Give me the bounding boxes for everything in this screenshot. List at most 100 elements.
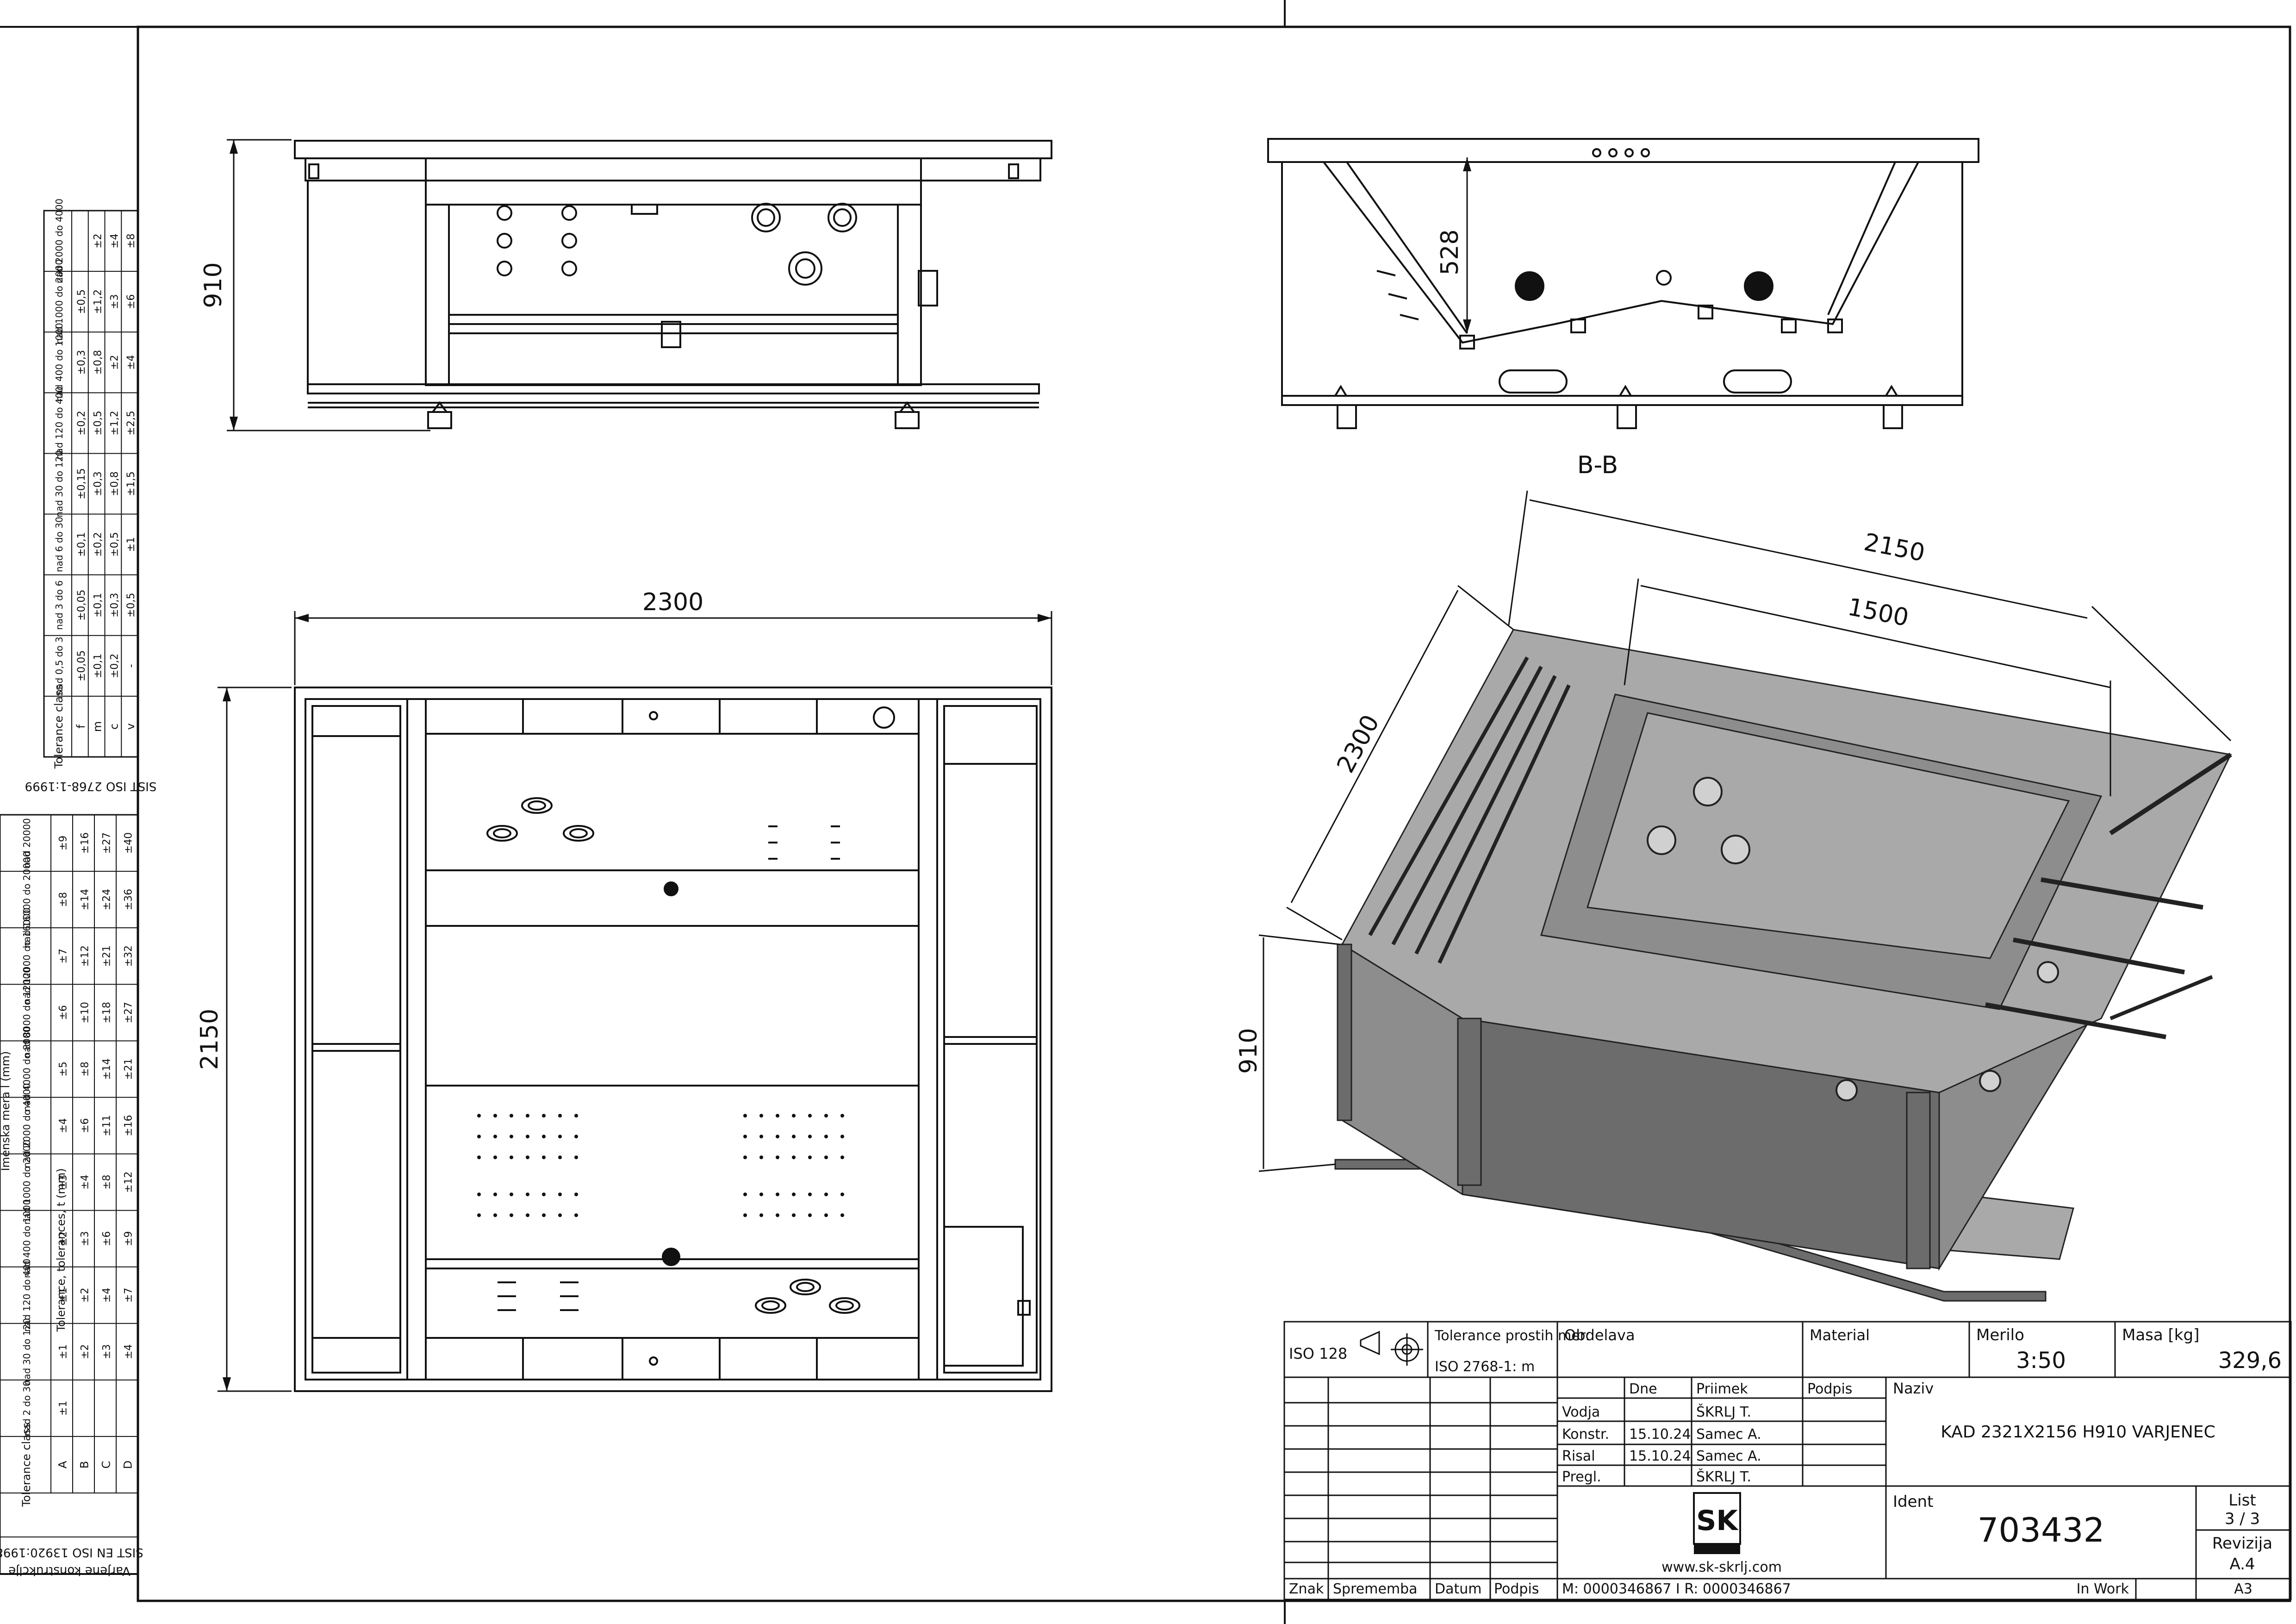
- top-view-jet-dots: [477, 1114, 844, 1217]
- jet-dot: [743, 1135, 747, 1138]
- weld-value: ±1: [58, 1344, 69, 1359]
- weld-value: ±3: [58, 1174, 69, 1189]
- merilo-value: 3:50: [2016, 1348, 2066, 1374]
- jet-dot: [824, 1135, 828, 1138]
- tol-value: ±0,15: [76, 468, 87, 499]
- weld-value: ±24: [101, 889, 113, 910]
- jet-dot: [824, 1193, 828, 1196]
- dim-side-height: 910: [199, 139, 430, 431]
- jet-dot: [510, 1135, 513, 1138]
- tol-value: ±2,5: [125, 411, 137, 435]
- jet-dot: [792, 1213, 796, 1217]
- jet-dot: [792, 1114, 796, 1118]
- jet-dot: [574, 1213, 578, 1217]
- col-priimek: Priimek: [1696, 1381, 1748, 1397]
- jet-dot: [477, 1114, 481, 1118]
- tol-value: ±0,8: [93, 350, 104, 375]
- jet-dot: [776, 1156, 779, 1159]
- jet-dot: [558, 1114, 562, 1118]
- jet-dot: [526, 1156, 529, 1159]
- jet-dot: [759, 1135, 763, 1138]
- jet-dot: [542, 1193, 546, 1196]
- weld-range: nad 120 do 400: [21, 1259, 32, 1332]
- weld-value: ±8: [80, 1062, 91, 1076]
- meta-id: M: 0000346867 I R: 0000346867: [1562, 1581, 1791, 1597]
- tol-value: ±0,2: [76, 411, 87, 435]
- section-label: B-B: [1577, 451, 1618, 479]
- jet-dot: [558, 1213, 562, 1217]
- jet-dot: [574, 1193, 578, 1196]
- iso-height-label: 910: [1235, 1028, 1263, 1074]
- jet-dot: [776, 1213, 779, 1217]
- paper-format: A3: [2234, 1581, 2252, 1597]
- jet-dot: [808, 1114, 812, 1118]
- weld-value: ±1: [58, 1401, 69, 1416]
- jet-dot: [840, 1193, 844, 1196]
- jet-dot: [759, 1114, 763, 1118]
- weld-value: ±2: [58, 1231, 69, 1246]
- row-role-1: Konstr.: [1562, 1426, 1609, 1443]
- weld-value: ±12: [80, 945, 91, 967]
- jet-dot: [743, 1114, 747, 1118]
- rev-col-znak: Znak: [1289, 1581, 1324, 1597]
- row-name-3: ŠKRLJ T.: [1696, 1468, 1751, 1485]
- jet-dot: [510, 1114, 513, 1118]
- rev-col-sprememba: Sprememba: [1333, 1581, 1418, 1597]
- jet-dot: [776, 1193, 779, 1196]
- weld-class: D: [122, 1461, 135, 1469]
- jet-dot: [840, 1156, 844, 1159]
- jet-dot: [824, 1156, 828, 1159]
- jet-dot: [477, 1213, 481, 1217]
- jet-dot: [493, 1114, 497, 1118]
- tol-value: ±0,5: [109, 532, 120, 556]
- weld-value: ±10: [80, 1002, 91, 1023]
- tol-range: nad 6 do 30: [54, 517, 65, 572]
- tol-value: ±3: [109, 294, 120, 309]
- weld-title: Varjene konstrukcije: [8, 1564, 131, 1578]
- dim-top-width: 2300: [294, 588, 1052, 685]
- obdelava-label: Obdelava: [1564, 1326, 1635, 1344]
- weld-value: ±16: [123, 1115, 135, 1136]
- weld-value: ±4: [101, 1287, 113, 1302]
- weld-value: ±9: [123, 1231, 135, 1246]
- weld-value: ±11: [101, 1115, 113, 1136]
- weld-value: ±2: [80, 1287, 91, 1302]
- logo-text: SK: [1696, 1505, 1739, 1537]
- tol-value: ±0,3: [76, 350, 87, 375]
- weld-value: ±36: [123, 889, 135, 910]
- jet-dot: [510, 1213, 513, 1217]
- weld-section-tol: Tolerance, tolerances, t (mm): [55, 1168, 68, 1332]
- weld-class: B: [78, 1461, 91, 1468]
- jet-dot: [526, 1213, 529, 1217]
- tol-value: ±0,1: [76, 532, 87, 556]
- rev-col-podpis: Podpis: [1494, 1581, 1539, 1597]
- jet-dot: [526, 1193, 529, 1196]
- weld-range: nad 4000 do 8000: [21, 1027, 32, 1112]
- side-view: [294, 140, 1052, 429]
- weld-range: nad 8000 do 12000: [21, 967, 32, 1058]
- tolerance-label: Tolerance prostih mer:: [1434, 1328, 1590, 1344]
- jet-dot: [574, 1114, 578, 1118]
- tol-value: -: [125, 664, 137, 668]
- row-name-2: Samec A.: [1696, 1448, 1761, 1464]
- weld-range: nad 2 do 30: [21, 1380, 32, 1436]
- jet-dot: [574, 1135, 578, 1138]
- jet-dot: [824, 1213, 828, 1217]
- tol-class: f: [75, 725, 87, 729]
- row-date-1: 15.10.24: [1629, 1426, 1691, 1443]
- tol-header: Tolerance class: [52, 685, 65, 769]
- tol-value: ±2: [93, 233, 104, 248]
- jet-dot: [792, 1156, 796, 1159]
- jet-dot: [526, 1135, 529, 1138]
- rev-col-datum: Datum: [1435, 1581, 1481, 1597]
- weld-range: nad 2000 do 4000: [21, 1083, 32, 1168]
- jet-dot: [759, 1193, 763, 1196]
- weld-standard: SIST EN ISO 13920:1998: [0, 1545, 143, 1559]
- tol-value: ±1: [125, 537, 137, 552]
- weld-value: ±18: [101, 1002, 113, 1023]
- isometric-view: [1334, 629, 2232, 1302]
- jet-dot: [840, 1213, 844, 1217]
